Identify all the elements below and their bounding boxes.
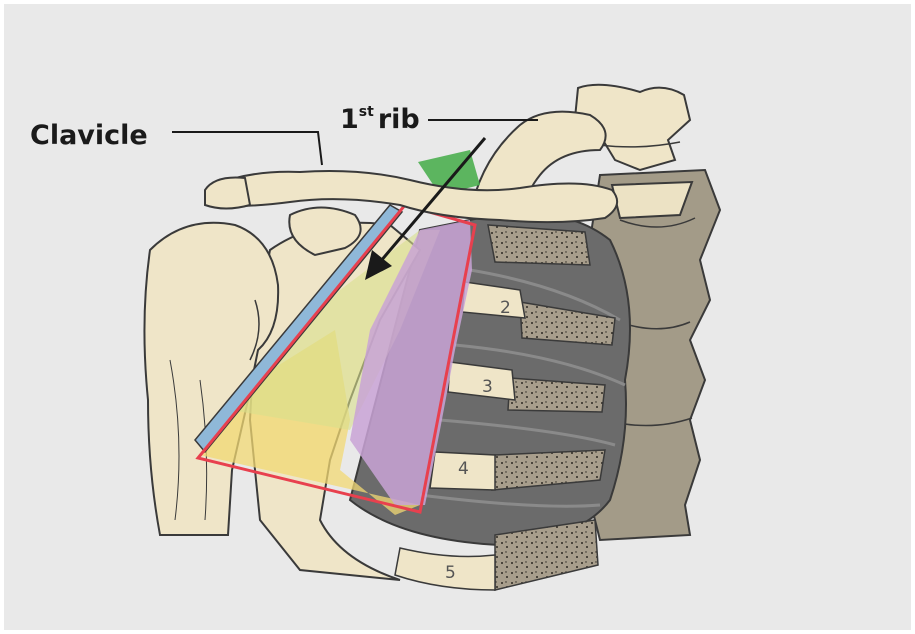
rib-number-3: 3	[482, 377, 493, 397]
clavicle	[206, 171, 617, 222]
clavicle-leader-line	[172, 132, 322, 165]
acromion	[205, 178, 250, 209]
rib-number-5: 5	[445, 563, 456, 583]
rib-number-4: 4	[458, 459, 469, 479]
rib-number-2: 2	[500, 298, 511, 318]
clavicle-label: Clavicle	[30, 120, 148, 151]
